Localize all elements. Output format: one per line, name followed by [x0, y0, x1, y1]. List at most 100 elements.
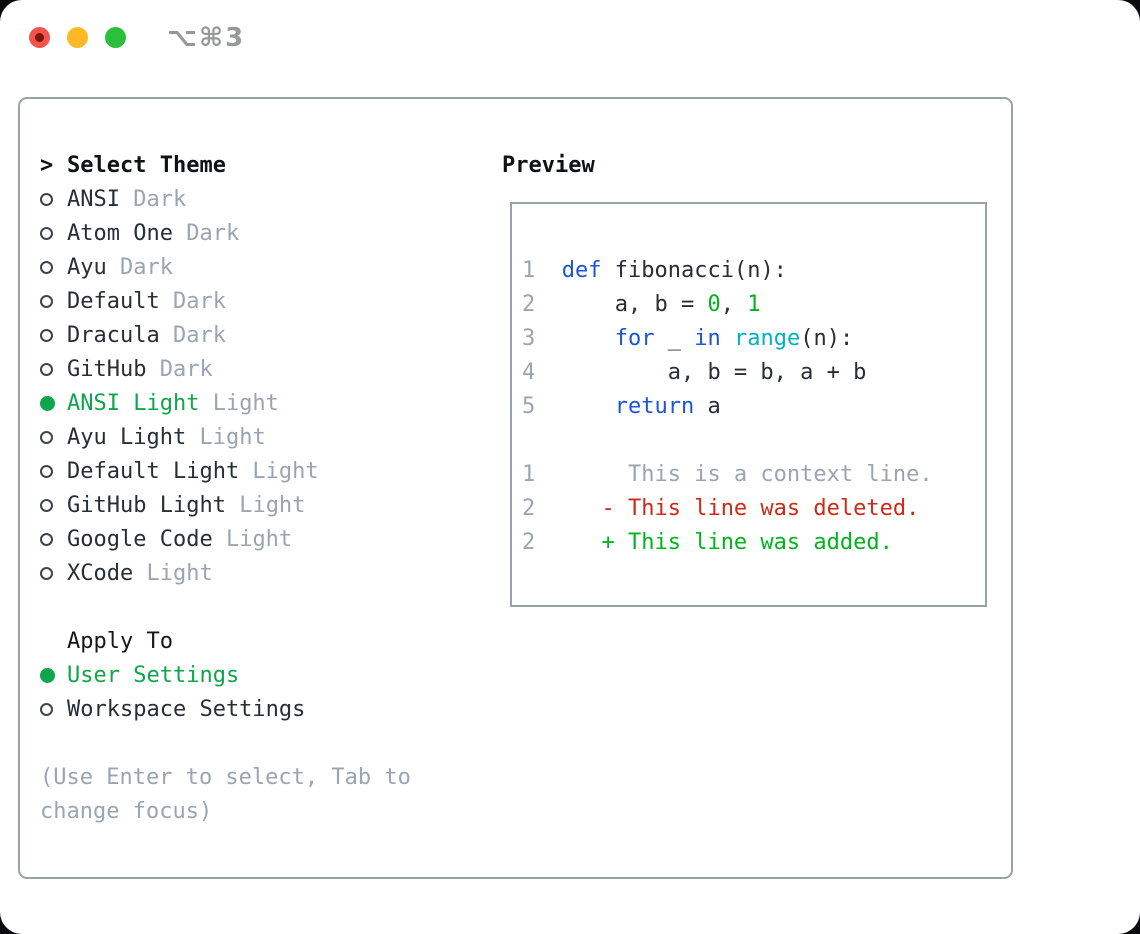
- blank-line: [522, 423, 933, 457]
- select-theme-title: Select Theme: [67, 152, 226, 178]
- marker-cell: [40, 294, 67, 308]
- marker-cell: [40, 702, 67, 716]
- apply-to-title: Apply To: [67, 628, 173, 654]
- option-label: Default Light: [67, 458, 240, 484]
- spacer-row: [40, 726, 485, 760]
- variant-tag: Dark: [106, 254, 173, 280]
- theme-option-github-light[interactable]: GitHub Light Light: [40, 488, 485, 522]
- option-label: Google Code: [67, 526, 213, 552]
- modified-indicator-dot: [35, 33, 44, 42]
- close-button[interactable]: [29, 27, 50, 48]
- option-label: Ayu Light: [67, 424, 187, 450]
- variant-tag: Light: [133, 560, 213, 586]
- code-line-4: 4 a, b = b, a + b: [522, 359, 867, 385]
- diff-deleted-line: 2 - This line was deleted.: [522, 495, 920, 521]
- radio-icon: [40, 226, 53, 240]
- option-label: Ayu: [67, 254, 107, 280]
- theme-option-dracula[interactable]: Dracula Dark: [40, 318, 485, 352]
- marker-cell: [40, 362, 67, 376]
- variant-tag: Light: [199, 390, 279, 416]
- code-line-2: 2 a, b = 0, 1: [522, 291, 761, 317]
- option-label: User Settings: [67, 662, 240, 688]
- option-label: GitHub Light: [67, 492, 226, 518]
- option-label: ANSI Light: [67, 390, 200, 416]
- variant-tag: Light: [225, 492, 306, 518]
- theme-option-google-code[interactable]: Google Code Light: [40, 522, 485, 556]
- apply-option-workspace-settings[interactable]: Workspace Settings: [40, 692, 485, 726]
- radio-icon: [40, 566, 53, 580]
- hint-text-line-1: (Use Enter to select, Tab to: [40, 764, 411, 790]
- code-line-5: 5 return a: [522, 393, 721, 419]
- option-label: Default: [67, 288, 160, 314]
- theme-option-atom-one[interactable]: Atom One Dark: [40, 216, 485, 250]
- theme-preview-box: 1 def fibonacci(n): 2 a, b = 0, 1 3 for _ …: [510, 202, 987, 607]
- marker-cell: [40, 667, 67, 683]
- radio-icon: [40, 702, 53, 716]
- option-label: Workspace Settings: [67, 696, 306, 722]
- variant-tag: Light: [186, 424, 266, 450]
- marker-cell: [40, 532, 67, 546]
- option-label: Atom One: [67, 220, 173, 246]
- preview-header: Preview: [502, 148, 595, 182]
- apply-option-user-settings[interactable]: User Settings: [40, 658, 485, 692]
- apply-to-header: Apply To: [40, 624, 485, 658]
- option-label: ANSI: [67, 186, 120, 212]
- variant-tag: Light: [212, 526, 293, 552]
- preview-title: Preview: [502, 152, 595, 178]
- marker-cell: [40, 328, 67, 342]
- code-preview: 1 def fibonacci(n): 2 a, b = 0, 1 3 for _ …: [522, 253, 933, 559]
- spacer-row: [40, 590, 485, 624]
- select-theme-header: > Select Theme: [40, 148, 485, 182]
- radio-icon: [40, 464, 53, 478]
- option-label: GitHub: [67, 356, 147, 382]
- radio-icon: [40, 532, 53, 546]
- maximize-button[interactable]: [105, 27, 126, 48]
- traffic-lights: [29, 27, 126, 48]
- option-label: Dracula: [67, 322, 160, 348]
- radio-selected-icon: [40, 395, 55, 411]
- diff-context-line: 1 This is a context line.: [522, 461, 933, 487]
- variant-tag: Dark: [159, 322, 226, 348]
- variant-tag: Light: [239, 458, 319, 484]
- radio-icon: [40, 192, 53, 206]
- marker-cell: [40, 260, 67, 274]
- marker-cell: [40, 566, 67, 580]
- variant-tag: Dark: [159, 288, 226, 314]
- focus-arrow-icon: >: [40, 152, 54, 178]
- radio-icon: [40, 362, 53, 376]
- radio-icon: [40, 498, 53, 512]
- marker-cell: [40, 464, 67, 478]
- theme-option-xcode[interactable]: XCode Light: [40, 556, 485, 590]
- variant-tag: Dark: [172, 220, 240, 246]
- radio-icon: [40, 294, 53, 308]
- minimize-button[interactable]: [67, 27, 88, 48]
- code-line-1: 1 def fibonacci(n):: [522, 257, 787, 283]
- theme-option-default-light[interactable]: Default Light Light: [40, 454, 485, 488]
- option-label: XCode: [67, 560, 134, 586]
- theme-option-default[interactable]: Default Dark: [40, 284, 485, 318]
- radio-selected-icon: [40, 667, 55, 683]
- theme-option-ayu[interactable]: Ayu Dark: [40, 250, 485, 284]
- marker-cell: [40, 192, 67, 206]
- theme-option-ayu-light[interactable]: Ayu Light Light: [40, 420, 485, 454]
- radio-icon: [40, 260, 53, 274]
- marker-cell: [40, 226, 67, 240]
- radio-icon: [40, 328, 53, 342]
- hint-text-line-2: change focus): [40, 798, 213, 824]
- theme-option-github[interactable]: GitHub Dark: [40, 352, 485, 386]
- variant-tag: Dark: [146, 356, 213, 382]
- radio-icon: [40, 430, 53, 444]
- diff-added-line: 2 + This line was added.: [522, 529, 893, 555]
- theme-option-ansi-light[interactable]: ANSI Light Light: [40, 386, 485, 420]
- theme-option-ansi[interactable]: ANSI Dark: [40, 182, 485, 216]
- marker-cell: [40, 498, 67, 512]
- variant-tag: Dark: [119, 186, 187, 212]
- marker-cell: [40, 395, 67, 411]
- window-title: ⌥⌘3: [167, 23, 246, 53]
- code-line-3: 3 for _ in range(n):: [522, 325, 854, 351]
